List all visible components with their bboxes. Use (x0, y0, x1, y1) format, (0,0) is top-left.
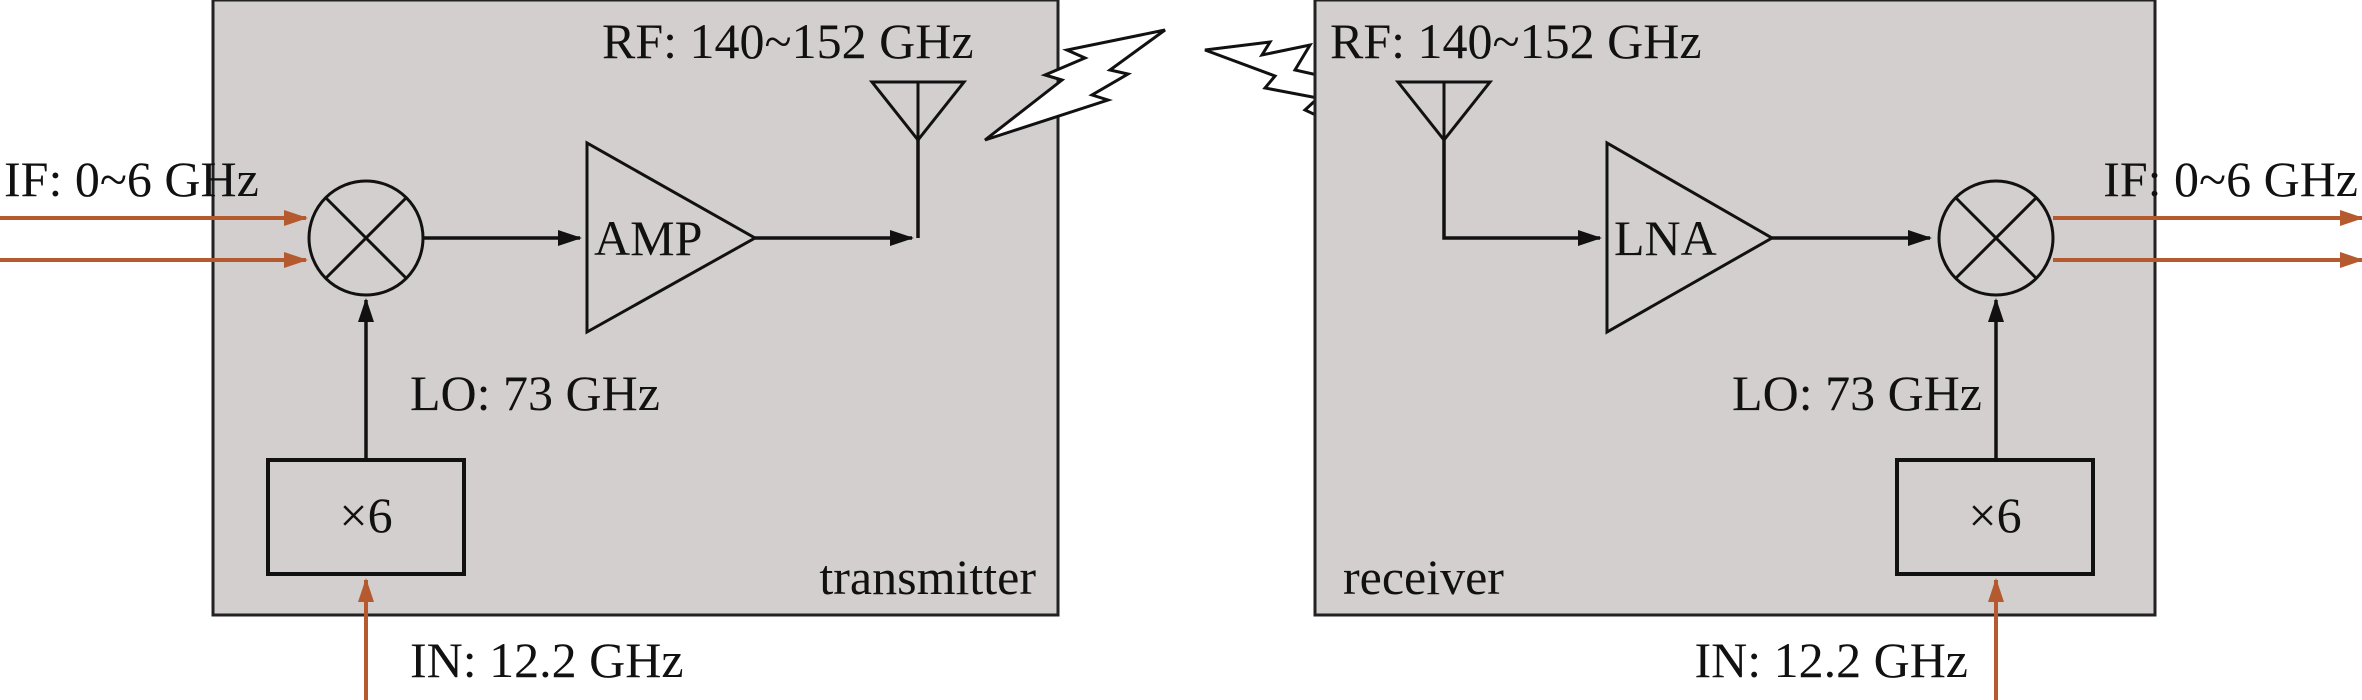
rx-rf-label: RF: 140~152 GHz (1330, 13, 1702, 69)
tx-multiplier-box (266, 458, 466, 576)
transmitter-block: AMP ×6 RF: 140~152 GHz IF: 0~6 GHz LO: 7… (0, 0, 1060, 700)
mixer-icon-rx (1937, 179, 2055, 297)
lightning-icon (984, 28, 1166, 142)
tx-lo-label: LO: 73 GHz (410, 365, 660, 421)
antenna-icon-rx (1394, 80, 1494, 143)
lna-label: LNA (1614, 210, 1717, 266)
receiver-block: LNA ×6 RF: 140~152 GHz IF: 0~6 GHz LO: 7… (1313, 0, 2362, 700)
tx-in-label: IN: 12.2 GHz (410, 632, 684, 688)
lna-amplifier-icon (1605, 140, 1776, 335)
tx-multiplier-label: ×6 (339, 487, 392, 543)
receiver-label: receiver (1343, 549, 1504, 605)
amp-label: AMP (594, 210, 702, 266)
rx-antenna-feed (1442, 140, 1602, 246)
tx-if-label: IF: 0~6 GHz (4, 151, 259, 207)
mixer-icon (307, 179, 425, 297)
rx-lo-label: LO: 73 GHz (1732, 365, 1982, 421)
antenna-icon (868, 80, 968, 143)
amplifier-icon (585, 140, 759, 335)
tx-rf-label: RF: 140~152 GHz (602, 13, 974, 69)
rx-multiplier-label: ×6 (1968, 487, 2021, 543)
rx-multiplier-box (1895, 458, 2095, 576)
rx-if-label: IF: 0~6 GHz (2103, 151, 2358, 207)
transmitter-label: transmitter (819, 549, 1036, 605)
rx-in-label: IN: 12.2 GHz (1694, 632, 1968, 688)
